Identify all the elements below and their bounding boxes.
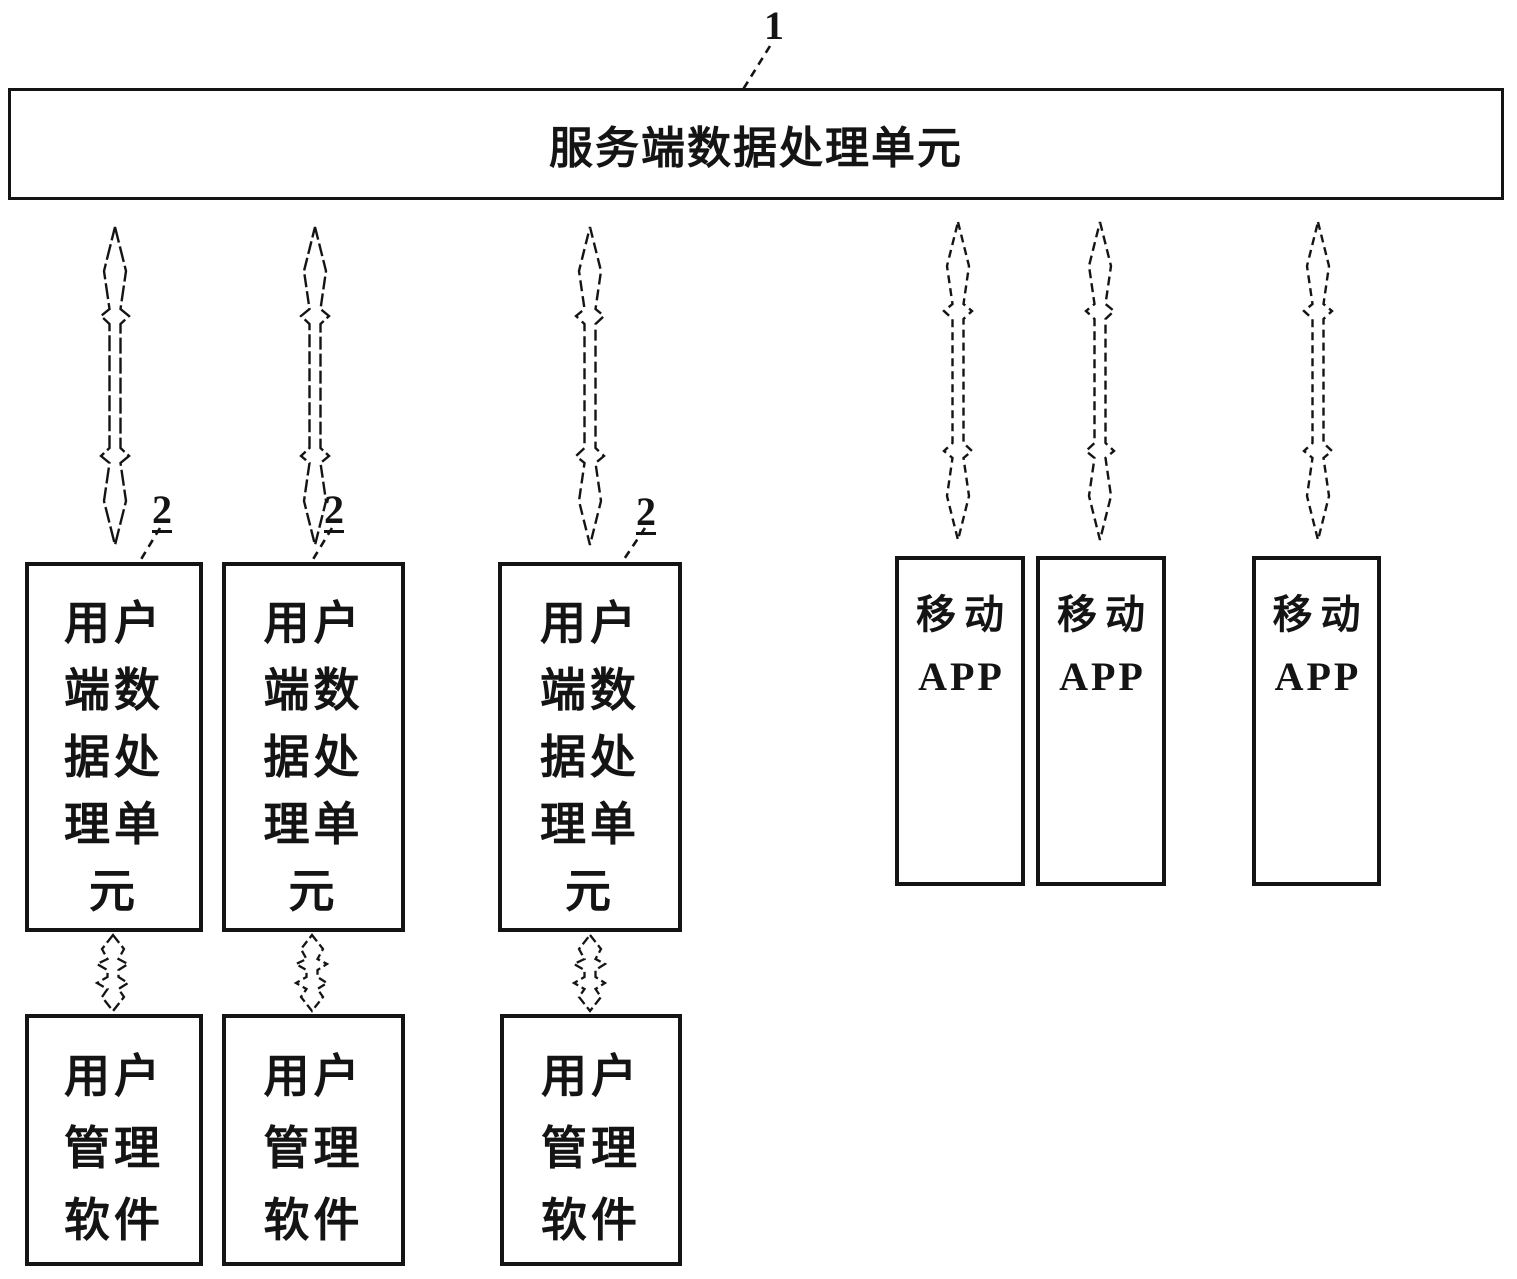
software-3-line-3: 软件 (541, 1194, 641, 1246)
software-2-line-1: 用户 (263, 1050, 364, 1102)
software-1-line-3: 软件 (64, 1194, 164, 1246)
double-arrow-icon-4 (936, 220, 980, 542)
ref-label-1: 1 (764, 3, 784, 48)
mobile-app-box-2: 移动 APP (1036, 556, 1166, 886)
software-3-line-1: 用户 (541, 1050, 641, 1102)
client-unit-2-line-4: 理单 (263, 798, 364, 850)
client-unit-2-line-5: 元 (288, 865, 339, 917)
software-2-line-3: 软件 (263, 1194, 364, 1246)
mobile-app-box-3: 移动 APP (1252, 556, 1381, 886)
client-unit-1-line-5: 元 (89, 865, 139, 917)
server-unit-label: 服务端数据处理单元 (549, 124, 963, 173)
double-arrow-icon-1 (93, 225, 137, 547)
client-unit-box-3: 用户 端数 据处 理单 元 (498, 562, 682, 932)
mobile-app-3-line-2: APP (1274, 654, 1362, 699)
client-unit-2-line-1: 用户 (263, 597, 364, 649)
small-double-arrow-icon-3 (567, 933, 613, 1013)
client-unit-3-line-4: 理单 (540, 798, 640, 850)
client-unit-1-line-1: 用户 (64, 597, 164, 649)
client-unit-3-line-2: 端数 (540, 664, 640, 716)
client-unit-1-line-3: 据处 (64, 731, 164, 783)
mobile-app-2-line-1: 移动 (1057, 593, 1153, 637)
software-1-line-2: 管理 (64, 1122, 164, 1174)
management-software-box-3: 用户 管理 软件 (500, 1014, 682, 1266)
client-unit-3-line-5: 元 (565, 865, 615, 917)
double-arrow-icon-6 (1296, 220, 1340, 542)
double-arrow-icon-5 (1078, 220, 1122, 542)
client-unit-box-1: 用户 端数 据处 理单 元 (25, 562, 203, 932)
management-software-box-1: 用户 管理 软件 (25, 1014, 203, 1266)
client-unit-3-line-3: 据处 (540, 731, 640, 783)
software-2-line-2: 管理 (263, 1122, 364, 1174)
small-double-arrow-icon-2 (289, 933, 335, 1013)
mobile-app-3-line-1: 移动 (1272, 593, 1369, 637)
software-3-line-2: 管理 (541, 1122, 641, 1174)
mobile-app-1-line-2: APP (918, 654, 1005, 699)
mobile-app-1-line-1: 移动 (916, 593, 1012, 637)
ref-label-2-b: 2 (324, 487, 344, 532)
client-unit-box-2: 用户 端数 据处 理单 元 (222, 562, 405, 932)
double-arrow-icon-2 (293, 225, 337, 547)
management-software-box-2: 用户 管理 软件 (222, 1014, 405, 1266)
client-unit-2-line-2: 端数 (263, 664, 364, 716)
small-double-arrow-icon-1 (90, 933, 136, 1013)
ref-label-2-a: 2 (152, 487, 172, 532)
client-unit-2-line-3: 据处 (263, 731, 364, 783)
software-1-line-1: 用户 (64, 1050, 164, 1102)
mobile-app-box-1: 移动 APP (895, 556, 1025, 886)
mobile-app-2-line-2: APP (1059, 654, 1146, 699)
server-unit-box: 服务端数据处理单元 (8, 88, 1504, 200)
double-arrow-icon-3 (568, 225, 612, 547)
client-unit-1-line-4: 理单 (64, 798, 164, 850)
client-unit-3-line-1: 用户 (540, 597, 640, 649)
client-unit-1-line-2: 端数 (64, 664, 164, 716)
ref-label-2-c: 2 (636, 489, 656, 534)
